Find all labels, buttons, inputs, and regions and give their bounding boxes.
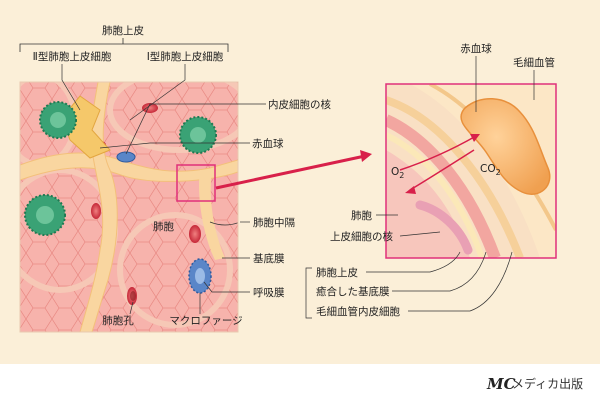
rbc-shape — [91, 203, 101, 219]
zoom-arrow — [215, 154, 366, 190]
inset-label-epithelial-nucleus: 上皮細胞の核 — [330, 230, 393, 243]
epithelium-bracket — [19, 43, 229, 52]
label-type2-cell: Ⅱ型肺胞上皮細胞 — [33, 50, 112, 63]
inset-frame — [385, 83, 557, 259]
rbc-shape — [189, 225, 201, 243]
label-alveolar-septum: 肺胞中隔 — [253, 216, 295, 229]
alveolar-tissue-illustration — [20, 82, 238, 332]
macrophage-green-shape — [39, 101, 77, 139]
macrophage-green-shape — [24, 194, 66, 236]
inset-label-capillary: 毛細血管 — [513, 56, 555, 69]
inset-label-rbc: 赤血球 — [460, 42, 492, 55]
inset-label-co2: CO2 — [480, 163, 501, 177]
label-endothelial-nucleus: 内皮細胞の核 — [268, 98, 331, 111]
inset-label-o2: O2 — [391, 166, 404, 180]
callout-box — [176, 164, 216, 202]
endothelial-nucleus-shape — [116, 151, 136, 163]
inset-rbc-shape — [460, 97, 551, 195]
label-alveolus: 肺胞 — [153, 221, 174, 233]
inset-label-fused-basement-membrane: 癒合した基底膜 — [316, 285, 390, 298]
zoom-arrowhead — [360, 150, 372, 162]
publisher-logo: MC — [486, 375, 516, 393]
macrophage-green-shape — [179, 116, 217, 154]
inset-label-alveolus: 肺胞 — [351, 210, 372, 222]
label-alveolar-epithelium: 肺胞上皮 — [102, 24, 144, 37]
label-red-blood-cell: 赤血球 — [252, 137, 284, 150]
rbc-shape — [142, 103, 158, 113]
inset-label-capillary-endothelium: 毛細血管内皮細胞 — [316, 305, 400, 318]
inset-label-alveolar-epithelium: 肺胞上皮 — [316, 266, 358, 279]
inset-magnified-view — [386, 84, 556, 258]
label-basement-membrane: 基底膜 — [253, 252, 285, 265]
label-respiratory-membrane: 呼吸膜 — [253, 287, 285, 299]
label-alveolar-pore: 肺胞孔 — [102, 314, 134, 327]
macrophage-blue-shape — [188, 258, 212, 294]
label-macrophage: マクロファージ — [169, 315, 242, 327]
label-type1-cell: Ⅰ型肺胞上皮細胞 — [147, 50, 224, 63]
publisher-name: メディカ出版 — [512, 376, 583, 391]
